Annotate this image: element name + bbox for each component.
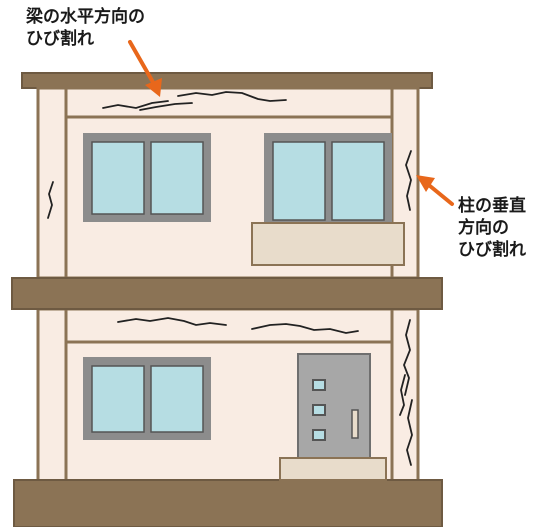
beam-crack-arrow (128, 40, 162, 97)
window-upper-left (83, 133, 211, 222)
beam-crack-label-line1: 梁の水平方向の (26, 7, 145, 27)
door-step (279, 457, 387, 481)
window-upper-right (264, 133, 392, 225)
column-crack-label: 柱の垂直 方向の ひび割れ (458, 195, 526, 261)
beam-crack-label: 梁の水平方向の ひび割れ (26, 6, 145, 50)
window-lower-left (83, 357, 211, 440)
front-door (297, 353, 371, 459)
roof-slab (21, 72, 433, 89)
floor-slab (11, 277, 443, 310)
column-cracks-right (399, 150, 413, 466)
column-cracks-left (47, 181, 54, 219)
left-column-lower (36, 307, 68, 491)
lower-beam (64, 307, 394, 344)
beam-cracks-lower (117, 317, 359, 334)
ground-slab (13, 479, 443, 527)
column-crack-label-line1: 柱の垂直 (458, 196, 526, 216)
window-box (251, 222, 405, 266)
beam-crack-label-line2: ひび割れ (26, 29, 94, 49)
beam-cracks-upper (102, 91, 287, 111)
column-crack-label-line3: ひび割れ (458, 240, 526, 260)
column-crack-arrow (416, 175, 454, 206)
right-column-lower (390, 307, 420, 491)
upper-beam (64, 86, 394, 119)
column-crack-label-line2: 方向の (458, 218, 509, 238)
